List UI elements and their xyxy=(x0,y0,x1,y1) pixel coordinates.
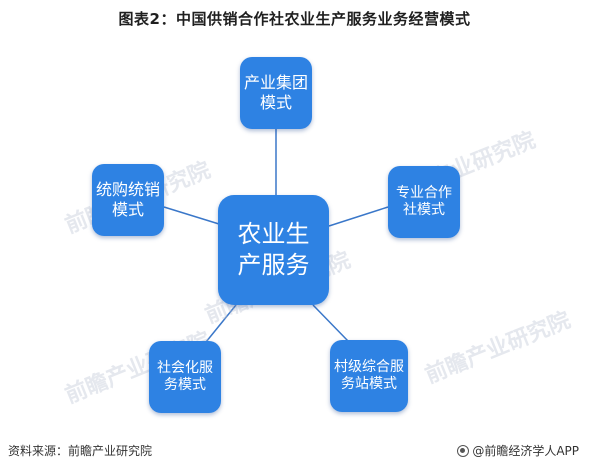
node-bottom-right: 村级综合服务站模式 xyxy=(330,340,408,412)
brand-logo-icon xyxy=(457,444,470,457)
node-bottom-right-label: 村级综合服务站模式 xyxy=(334,358,404,393)
source-note: 资料来源：前瞻产业研究院 xyxy=(8,444,153,458)
node-left-label: 统购统销模式 xyxy=(96,180,161,219)
node-top-label: 产业集团模式 xyxy=(244,73,309,112)
node-bottom-left: 社会化服务模式 xyxy=(149,341,221,413)
center-node-label: 农业生产服务 xyxy=(237,219,310,279)
node-top: 产业集团模式 xyxy=(240,57,312,129)
brand-credit: @前瞻经济学人APP xyxy=(457,442,579,459)
node-left: 统购统销模式 xyxy=(92,164,164,236)
connector-bottom-right xyxy=(312,304,349,342)
brand-text: @前瞻经济学人APP xyxy=(472,444,579,458)
connector-right xyxy=(328,206,389,227)
node-right-label: 专业合作社模式 xyxy=(396,184,452,219)
node-right: 专业合作社模式 xyxy=(388,166,460,238)
connector-left xyxy=(163,206,220,225)
chart-title: 图表2：中国供销合作社农业生产服务业务经营模式 xyxy=(118,10,471,28)
connector-bottom-left xyxy=(205,304,237,343)
center-node: 农业生产服务 xyxy=(218,195,329,305)
node-bottom-left-label: 社会化服务模式 xyxy=(157,359,213,394)
